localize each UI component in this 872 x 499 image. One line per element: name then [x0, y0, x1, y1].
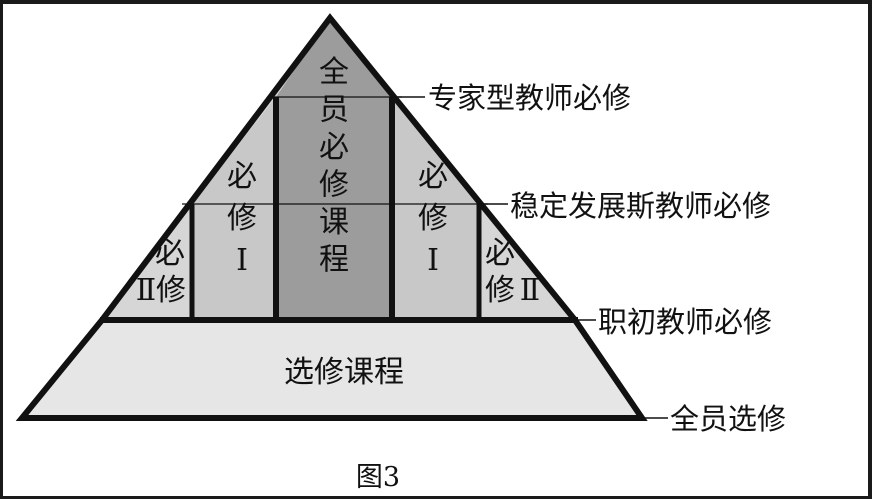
outer-right-char-1: 必	[485, 236, 515, 271]
label-expert: 专家型教师必修	[428, 81, 631, 115]
vertical-char: Ⅰ	[427, 243, 439, 278]
inner-left-column	[192, 97, 276, 320]
outer-left-char-2: 修	[156, 273, 186, 308]
vertical-char: 修	[418, 201, 448, 236]
pyramid-outline	[15, 13, 648, 421]
label-stable: 稳定发展斯教师必修	[510, 189, 771, 223]
label-all-elective: 全员选修	[670, 402, 786, 436]
base-tier	[22, 320, 642, 418]
vertical-char: 课	[319, 205, 349, 240]
vertical-char: 全	[319, 55, 349, 90]
outer-right-char-2: 修	[485, 273, 515, 308]
vertical-char: 必	[227, 159, 257, 194]
center-column	[276, 18, 392, 320]
outer-right-char-3: Ⅱ	[520, 273, 540, 308]
inner-right-column	[392, 97, 479, 320]
vertical-char: 修	[319, 168, 349, 203]
vertical-char: 修	[227, 201, 257, 236]
vertical-char: 员	[319, 93, 349, 128]
vertical-char: Ⅰ	[236, 243, 248, 278]
scan-edge-bottom	[0, 496, 872, 499]
figure-caption: 图3	[356, 462, 400, 493]
vertical-char: 必	[418, 159, 448, 194]
scan-edge-left	[0, 0, 3, 499]
vertical-char: 必	[319, 130, 349, 165]
outer-left-char-1: 必	[155, 236, 185, 271]
label-novice: 职初教师必修	[598, 305, 772, 339]
vertical-char: 程	[319, 243, 349, 278]
inner-right-label: 必修 Ⅰ	[418, 159, 448, 278]
base-label: 选修课程	[284, 355, 404, 390]
outer-left-char-3: Ⅱ	[136, 273, 156, 308]
inner-left-label: 必修 Ⅰ	[227, 159, 257, 278]
